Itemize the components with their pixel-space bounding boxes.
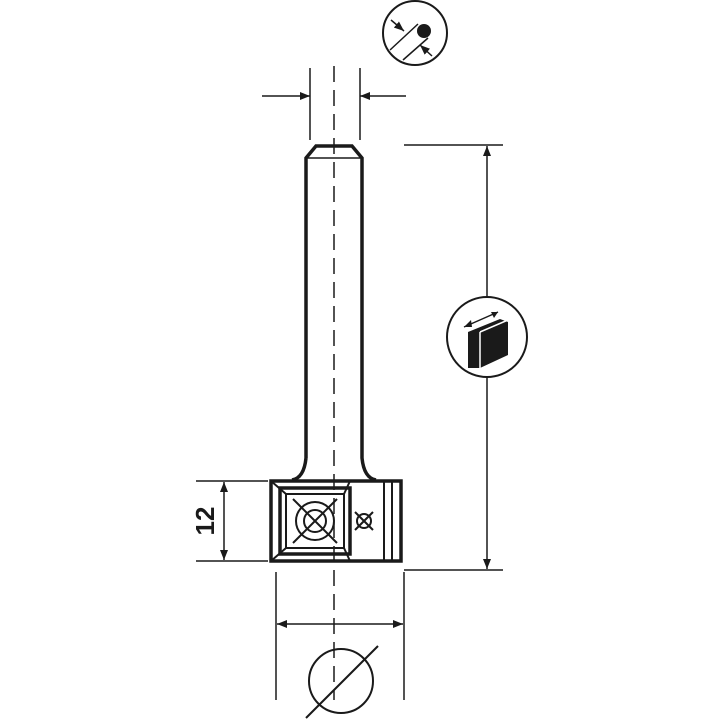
shank-diameter-icon xyxy=(382,0,448,66)
head-height-dimension: 12 xyxy=(190,480,268,562)
cutting-length-block-icon xyxy=(446,296,528,378)
cutting-diameter-dimension xyxy=(275,572,405,700)
shank-diameter-dimension xyxy=(262,68,406,140)
overall-length-dimension xyxy=(404,144,503,571)
cutter-head xyxy=(269,479,403,563)
diameter-symbol-icon xyxy=(305,645,379,719)
head-height-label: 12 xyxy=(190,507,220,536)
screw-large-icon xyxy=(292,498,338,544)
screw-small-icon xyxy=(354,511,374,531)
